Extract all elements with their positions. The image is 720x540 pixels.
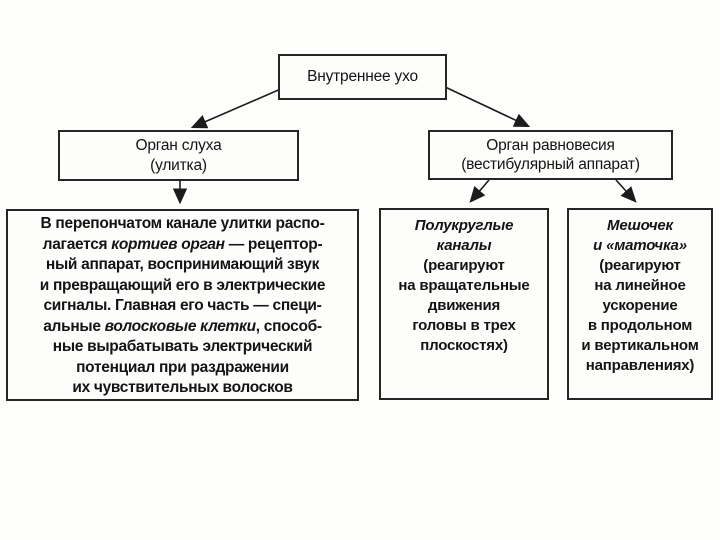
node-balance-organ: Орган равновесия (вестибулярный аппарат) <box>428 130 673 180</box>
text-line: и превращающий его в электрические <box>39 276 326 294</box>
text-line: их чувствительных волосков <box>72 379 293 396</box>
node-saccule-utricle: Мешочек и «маточка» (реагируют на линейн… <box>567 208 713 400</box>
saccule-utricle-title: Мешочек и «маточка» <box>593 217 687 254</box>
semicircular-canals-body: (реагируют на вращательные движения голо… <box>398 257 530 354</box>
node-cochlea-description: В перепончатом канале улитки распо- лага… <box>6 209 359 401</box>
saccule-utricle-body: (реагируют на линейное ускорение в продо… <box>581 257 699 374</box>
cochlea-description-text: В перепончатом канале улитки распо- лага… <box>8 214 357 399</box>
arrow-root-to-balance <box>442 85 531 128</box>
node-hearing-organ: Орган слуха (улитка) <box>58 130 299 181</box>
saccule-utricle-text: Мешочек и «маточка» (реагируют на линейн… <box>569 216 711 376</box>
node-hearing-organ-label: Орган слуха (улитка) <box>135 137 222 174</box>
semicircular-canals-title: Полукруглые каналы <box>414 217 514 254</box>
text-line: ный аппарат, воспринимающий звук <box>45 256 320 273</box>
arrow-balance-to-canals <box>469 179 490 203</box>
arrow-root-to-hearing <box>190 87 284 129</box>
text-line: лагается кортиев орган — рецептор- <box>42 235 323 253</box>
text-line: ные вырабатывать электрический <box>52 338 313 355</box>
node-inner-ear: Внутреннее ухо <box>278 54 447 100</box>
node-semicircular-canals: Полукруглые каналы (реагируют на вращате… <box>379 208 549 400</box>
node-balance-organ-label: Орган равновесия (вестибулярный аппарат) <box>461 136 640 173</box>
text-line: потенциал при раздражении <box>76 358 289 376</box>
arrow-balance-to-sac <box>615 179 637 203</box>
semicircular-canals-text: Полукруглые каналы (реагируют на вращате… <box>381 216 547 356</box>
node-inner-ear-label: Внутреннее ухо <box>307 68 418 85</box>
text-line: альные волосковые клетки, способ- <box>43 317 322 335</box>
text-line: сигналы. Главная его часть — специ- <box>43 297 322 314</box>
text-line: В перепончатом канале улитки распо- <box>40 215 325 232</box>
